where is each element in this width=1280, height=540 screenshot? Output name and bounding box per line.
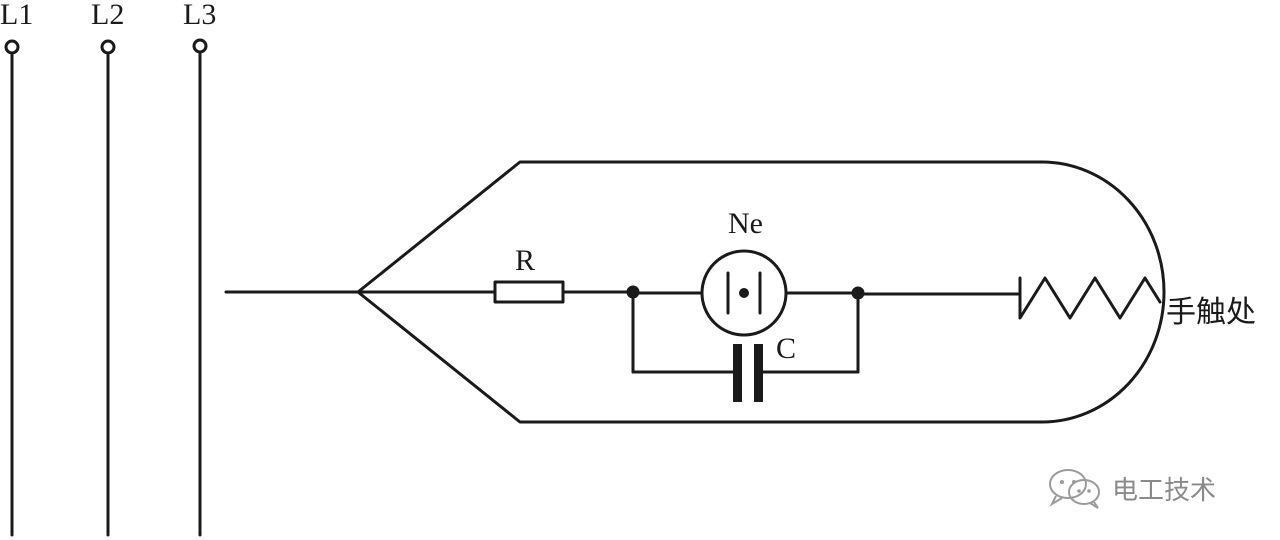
- probe-body-outline: [356, 160, 1166, 424]
- label-l2: L2: [91, 0, 124, 31]
- label-capacitor: C: [776, 332, 796, 365]
- terminal-l3: [192, 38, 208, 54]
- label-neon-lamp: Ne: [728, 207, 763, 240]
- capacitor-c: [733, 344, 763, 402]
- label-resistor: R: [515, 244, 535, 277]
- neon-lamp-ne: [700, 249, 788, 337]
- terminal-l2: [100, 39, 116, 55]
- watermark: 电工技术: [1046, 466, 1216, 510]
- phase-line-l1: [4, 39, 20, 537]
- phase-line-l3: [192, 38, 208, 537]
- wechat-chat-icon: [1049, 469, 1100, 509]
- terminal-l1: [4, 39, 20, 55]
- label-l1: L1: [0, 0, 33, 31]
- label-l3: L3: [183, 0, 216, 31]
- junction-left: [626, 285, 640, 299]
- resistor-r: [493, 280, 565, 304]
- watermark-text: 电工技术: [1112, 475, 1217, 506]
- label-touch-point: 手触处: [1166, 295, 1256, 330]
- phase-line-l2: [100, 39, 116, 537]
- spring-contact: [1018, 276, 1162, 320]
